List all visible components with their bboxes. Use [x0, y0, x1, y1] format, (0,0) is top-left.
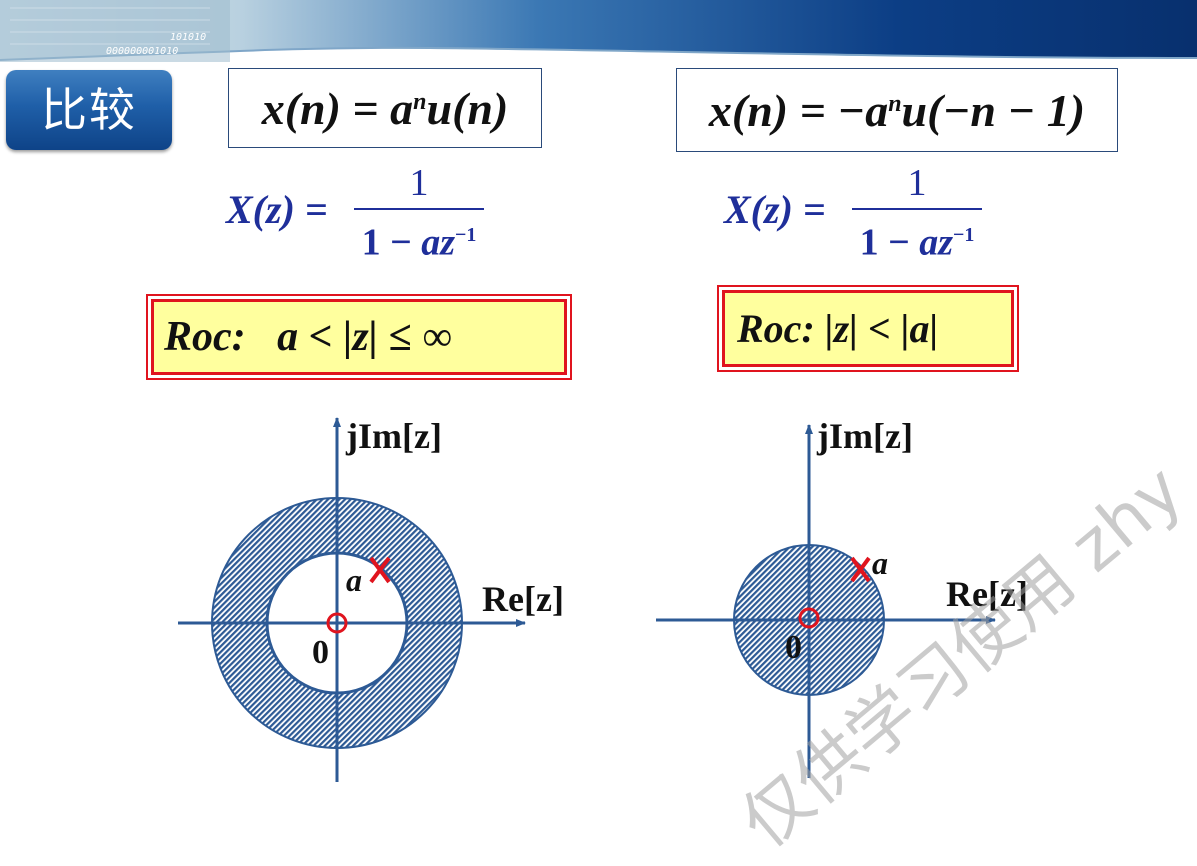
- transform-right-fraction: 1 1 − az−1: [852, 162, 982, 264]
- y-axis-label-left: jIm[z]: [345, 416, 442, 456]
- transform-right: X(z) = 1 1 − az−1: [724, 162, 984, 264]
- sequence-left-exp: n: [413, 88, 427, 115]
- pole-marker-left: [369, 556, 391, 584]
- roc-right-condition: |z| < |a|: [824, 306, 939, 351]
- transform-left-fraction: 1 1 − az−1: [354, 162, 484, 264]
- sequence-right-exp: n: [888, 90, 902, 117]
- banner-digits-2: 000000001010: [106, 46, 178, 57]
- roc-left: Roc: a < |z| ≤ ∞: [146, 294, 572, 380]
- fraction-bar: [852, 208, 982, 210]
- sequence-left-base: a: [390, 82, 414, 134]
- zero-marker-right: [798, 607, 820, 629]
- roc-right-label: Roc: [737, 306, 802, 351]
- sequence-left-rhs: u(n): [426, 82, 509, 134]
- sequence-right-rhs: u(−n − 1): [901, 84, 1086, 136]
- transform-right-numerator: 1: [907, 162, 927, 204]
- pole-label-left: a: [346, 562, 362, 598]
- transform-left-numerator: 1: [409, 162, 429, 204]
- banner-digits-1: 101010: [170, 32, 206, 43]
- roc-left-label: Roc: [164, 314, 232, 360]
- roc-region-left: [212, 498, 463, 749]
- transform-right-denominator: 1 − az−1: [859, 221, 975, 264]
- sequence-right-lhs: x(n) = −: [708, 84, 866, 136]
- zero-marker-left: [326, 612, 348, 634]
- sequence-right-base: a: [865, 84, 889, 136]
- transform-left-denominator: 1 − az−1: [361, 221, 477, 264]
- transform-right-lhs: X(z) =: [724, 187, 826, 232]
- header-banner: 101010 000000001010: [0, 0, 1197, 62]
- origin-label-right: 0: [785, 629, 802, 666]
- x-axis-label-left: Re[z]: [482, 579, 564, 619]
- transform-left: X(z) = 1 1 − az−1: [226, 162, 486, 264]
- z-plane-plots: jIm[z] Re[z] 0 a jIm[z] Re[z] 0 a: [178, 416, 1028, 782]
- pole-label-right: a: [872, 545, 888, 581]
- fraction-bar: [354, 208, 484, 210]
- sequence-left-lhs: x(n) =: [261, 82, 379, 134]
- x-axis-label-right: Re[z]: [946, 574, 1028, 614]
- roc-left-condition: a < |z| ≤ ∞: [277, 314, 452, 360]
- pole-marker-right: [850, 556, 871, 583]
- slide-title: 比较: [6, 70, 172, 150]
- transform-left-lhs: X(z) =: [226, 187, 328, 232]
- z-plane-right: jIm[z] Re[z] 0 a: [656, 416, 1028, 778]
- y-axis-label-right: jIm[z]: [816, 416, 913, 456]
- z-plane-left: jIm[z] Re[z] 0 a: [178, 416, 564, 782]
- roc-right: Roc : |z| < |a|: [717, 285, 1019, 372]
- roc-right-sep: :: [801, 306, 815, 351]
- origin-label-left: 0: [312, 634, 329, 671]
- roc-left-sep: :: [231, 314, 246, 360]
